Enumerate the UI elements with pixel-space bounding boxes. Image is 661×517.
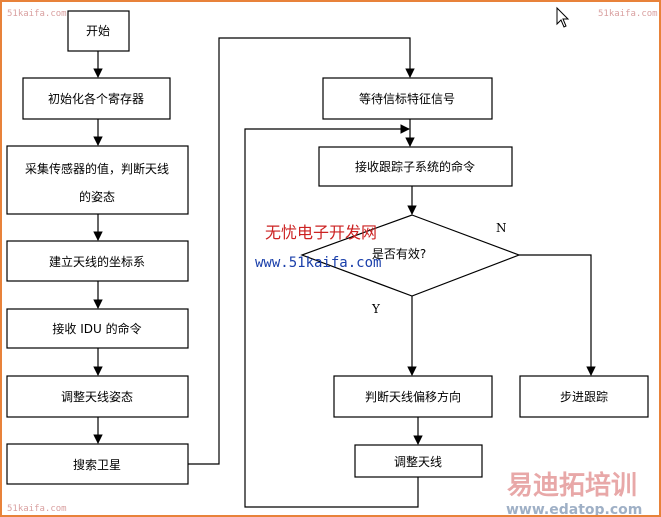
node-recv-idu: 接收 IDU 的命令 [6,308,189,349]
watermark-edatop-url: www.edatop.com [506,502,642,517]
node-label: 初始化各个寄存器 [48,91,144,106]
node-label: 判断天线偏移方向 [365,389,461,404]
watermark-small: 51kaifa.com [598,9,658,19]
node-label: 的姿态 [79,189,115,204]
watermark-url: www.51kaifa.com [255,255,381,271]
node-start: 开始 [67,10,130,52]
node-label: 是否有效? [372,246,426,261]
node-label: 调整天线姿态 [61,389,133,404]
node-label: 搜索卫星 [73,457,121,472]
node-wait-beacon: 等待信标特征信号 [322,77,493,120]
watermark-small: 51kaifa.com [7,9,67,19]
label-yes: Y [371,302,381,316]
connector-search-to-wait [188,37,415,465]
node-label: 开始 [86,24,110,38]
connector-no-branch [519,254,596,376]
node-label: 建立天线的坐标系 [49,254,145,269]
node-adjust-attitude: 调整天线姿态 [6,375,189,418]
node-label: 接收 IDU 的命令 [52,321,141,336]
node-decision: 是否有效? [300,214,521,297]
node-init: 初始化各个寄存器 [22,77,171,120]
watermark-small: 51kaifa.com [7,504,67,514]
node-label: 等待信标特征信号 [359,91,455,106]
node-label: 采集传感器的值，判断天线 [25,161,169,176]
loop-back-connector [244,124,419,508]
node-label: 接收跟踪子系统的命令 [355,159,475,174]
node-step-track: 步进跟踪 [519,375,649,418]
node-search-sat: 搜索卫星 [6,443,189,485]
node-label: 调整天线 [394,454,442,469]
node-coord: 建立天线的坐标系 [6,240,189,282]
node-adjust-antenna: 调整天线 [354,444,483,478]
node-label: 步进跟踪 [560,390,608,404]
node-judge-offset: 判断天线偏移方向 [333,375,493,418]
watermark-cn-site: 无忧电子开发网 [265,223,377,242]
node-recv-track: 接收跟踪子系统的命令 [318,146,513,187]
mouse-cursor-icon [556,6,570,28]
watermark-edatop-cn: 易迪拓培训 [507,471,637,501]
label-no: N [496,221,507,235]
